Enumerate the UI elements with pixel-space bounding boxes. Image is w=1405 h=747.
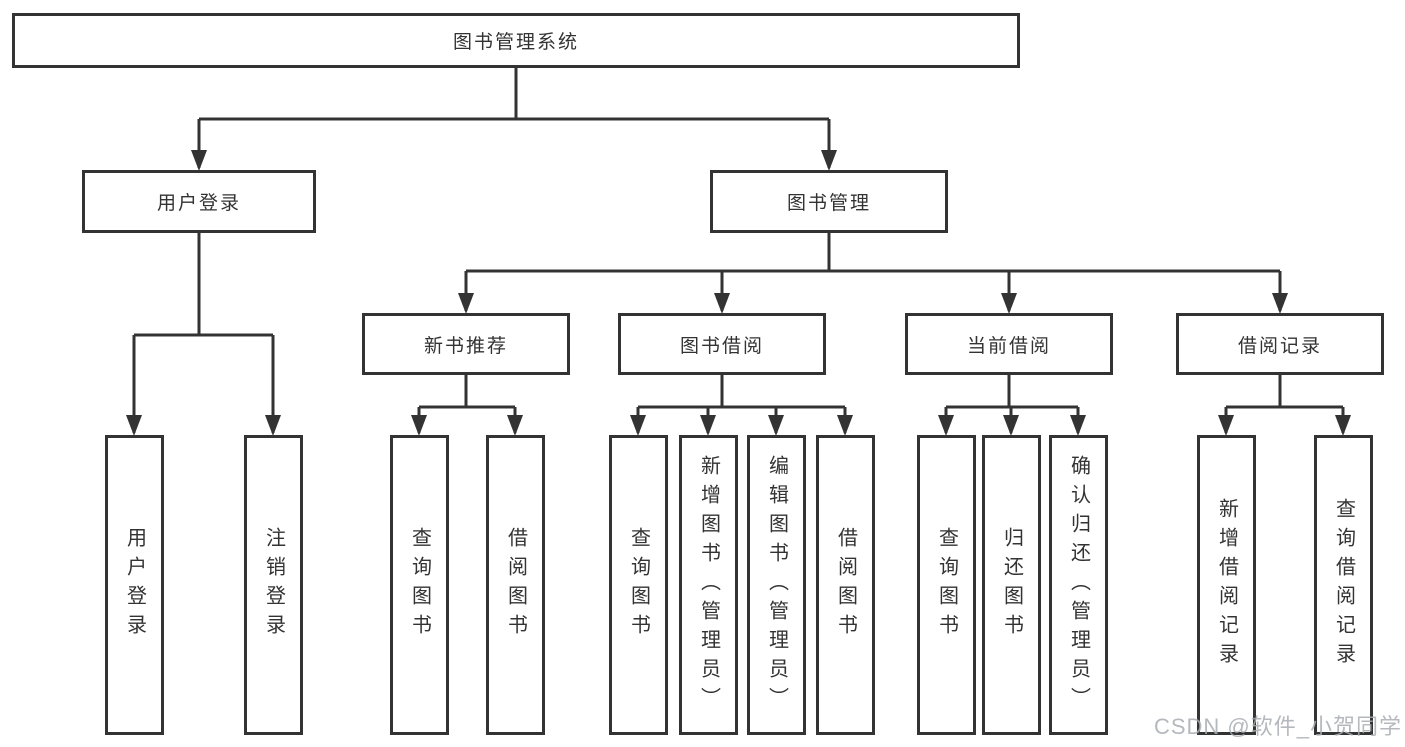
node-new-book-recommend: 新书推荐 (362, 313, 570, 375)
leaf-query-books-current-label: 查询图书 (935, 527, 958, 643)
leaf-query-books-borrow-label: 查询图书 (627, 527, 650, 643)
node-book-management: 图书管理 (710, 170, 948, 233)
node-book-borrow-label: 图书借阅 (679, 335, 764, 357)
node-current-borrow-label: 当前借阅 (966, 335, 1051, 357)
node-new-book-recommend-label: 新书推荐 (423, 335, 508, 357)
leaf-query-books-recommend-label: 查询图书 (408, 527, 431, 643)
tree-edges (132, 68, 1345, 433)
leaf-borrow-books-label: 借阅图书 (834, 527, 857, 643)
leaf-borrow-books: 借阅图书 (816, 435, 875, 735)
leaf-add-books-admin: 新增图书（管理员） (679, 435, 738, 735)
leaf-confirm-return-admin-label: 确认归还（管理员） (1067, 454, 1090, 716)
leaf-edit-books-admin: 编辑图书（管理员） (747, 435, 806, 735)
leaf-return-books: 归还图书 (982, 435, 1041, 735)
node-book-management-label: 图书管理 (786, 193, 871, 214)
leaf-user-login: 用户登录 (105, 435, 164, 735)
node-library-system: 图书管理系统 (12, 13, 1020, 68)
node-library-system-label: 图书管理系统 (452, 32, 579, 53)
leaf-borrow-books-recommend-label: 借阅图书 (504, 527, 527, 643)
node-book-borrow: 图书借阅 (618, 313, 826, 375)
leaf-query-borrow-record: 查询借阅记录 (1314, 435, 1373, 735)
csdn-watermark: CSDN @软件_小贺同学 (1153, 714, 1402, 739)
leaf-query-borrow-record-label: 查询借阅记录 (1332, 498, 1355, 672)
leaf-confirm-return-admin: 确认归还（管理员） (1049, 435, 1108, 735)
leaf-borrow-books-recommend: 借阅图书 (486, 435, 545, 735)
arrowheads (126, 150, 1351, 436)
leaf-user-login-label: 用户登录 (123, 527, 146, 643)
node-current-borrow: 当前借阅 (905, 313, 1113, 375)
leaf-query-books-current: 查询图书 (917, 435, 976, 735)
leaf-logout: 注销登录 (244, 435, 303, 735)
node-user-login: 用户登录 (82, 170, 316, 233)
leaf-edit-books-admin-label: 编辑图书（管理员） (765, 454, 788, 716)
node-user-login-label: 用户登录 (156, 193, 241, 214)
leaf-return-books-label: 归还图书 (1000, 527, 1023, 643)
leaf-add-books-admin-label: 新增图书（管理员） (697, 454, 720, 716)
node-borrow-records-label: 借阅记录 (1237, 335, 1322, 357)
leaf-query-books-borrow: 查询图书 (609, 435, 668, 735)
node-borrow-records: 借阅记录 (1176, 313, 1384, 375)
leaf-add-borrow-record: 新增借阅记录 (1197, 435, 1256, 735)
leaf-query-books-recommend: 查询图书 (390, 435, 449, 735)
leaf-logout-label: 注销登录 (262, 527, 285, 643)
leaf-add-borrow-record-label: 新增借阅记录 (1215, 498, 1238, 672)
